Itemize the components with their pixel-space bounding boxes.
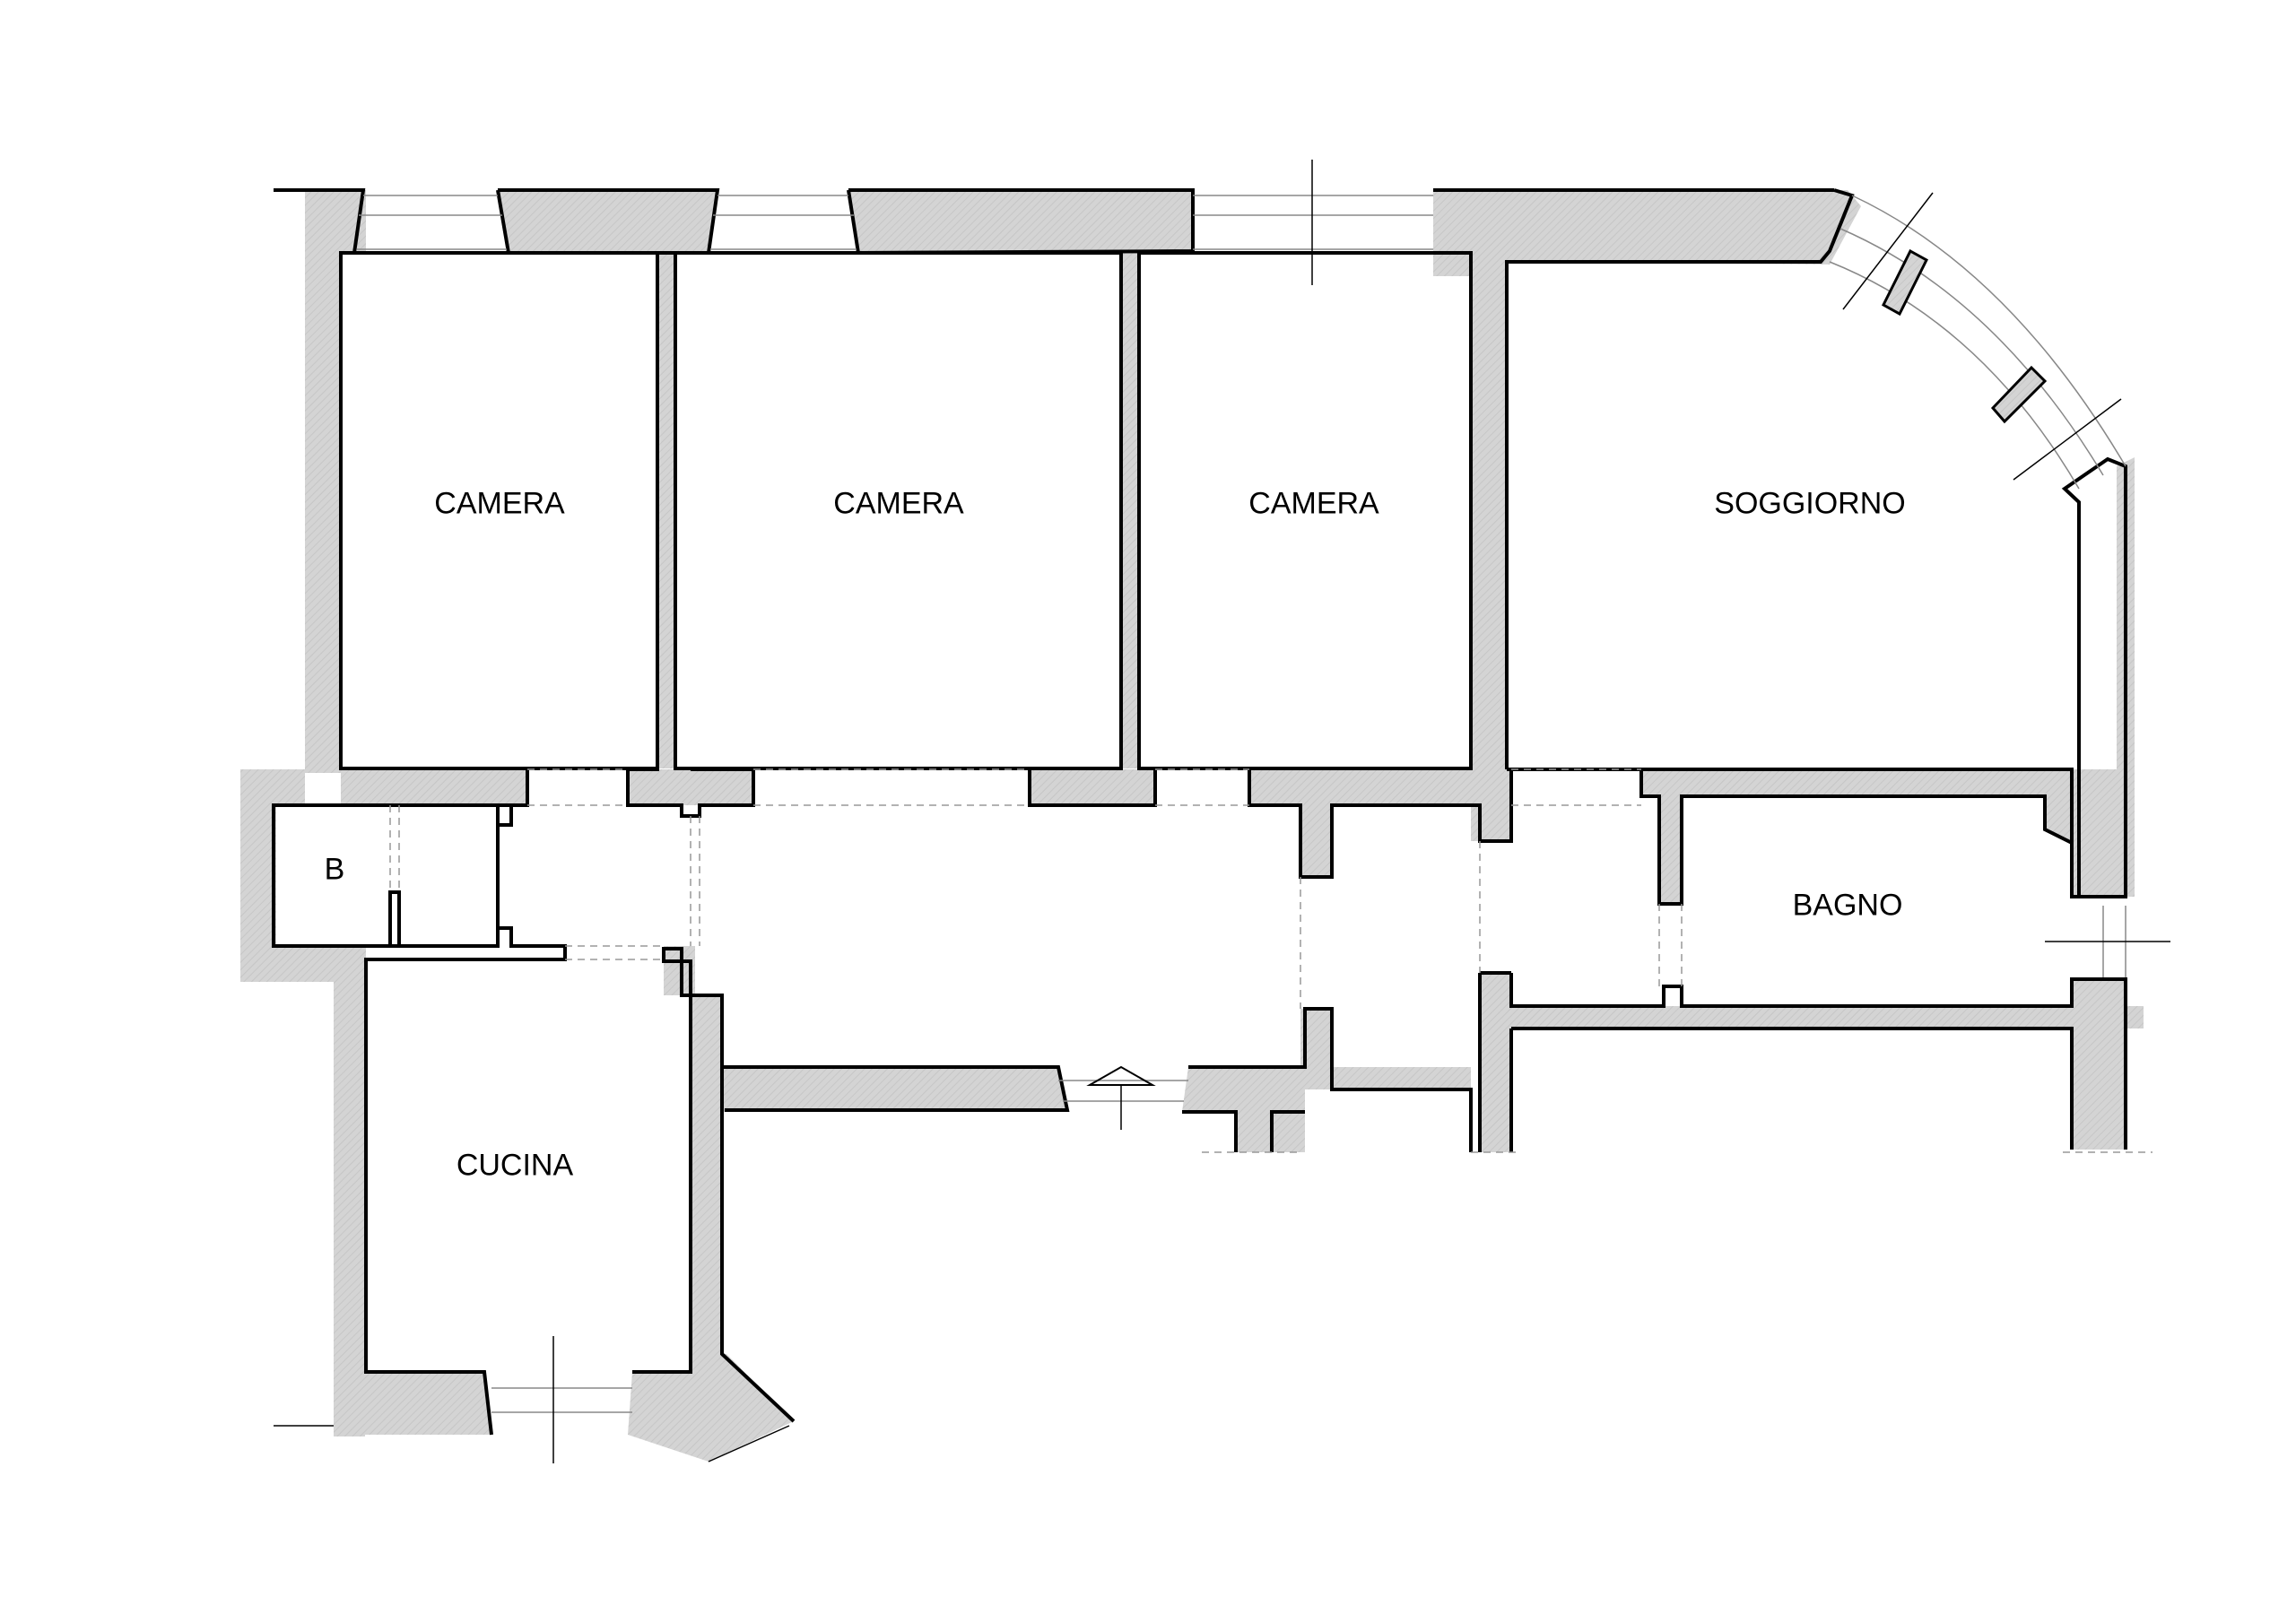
door-openings	[389, 768, 2152, 1153]
wall-outlines	[272, 188, 2127, 1436]
bagno-outline	[1639, 769, 2074, 906]
room-label-camera-2: CAMERA	[833, 486, 964, 521]
room-label-soggiorno: SOGGIORNO	[1714, 486, 1906, 521]
windows	[357, 195, 2126, 1413]
room-label-b: B	[324, 852, 345, 887]
room-label-camera-1: CAMERA	[434, 486, 565, 521]
entrance-arrow-icon	[1086, 1065, 1156, 1086]
walls	[240, 190, 2144, 1462]
room-label-cucina: CUCINA	[456, 1148, 574, 1183]
b-room-outline	[272, 803, 500, 948]
room-label-bagno: BAGNO	[1792, 888, 1903, 923]
cucina-outline	[364, 961, 484, 1374]
room-label-camera-3: CAMERA	[1248, 486, 1379, 521]
soggiorno-outline	[1505, 188, 1855, 769]
window-mullions	[1882, 248, 2048, 424]
section-marks	[274, 160, 2170, 1463]
